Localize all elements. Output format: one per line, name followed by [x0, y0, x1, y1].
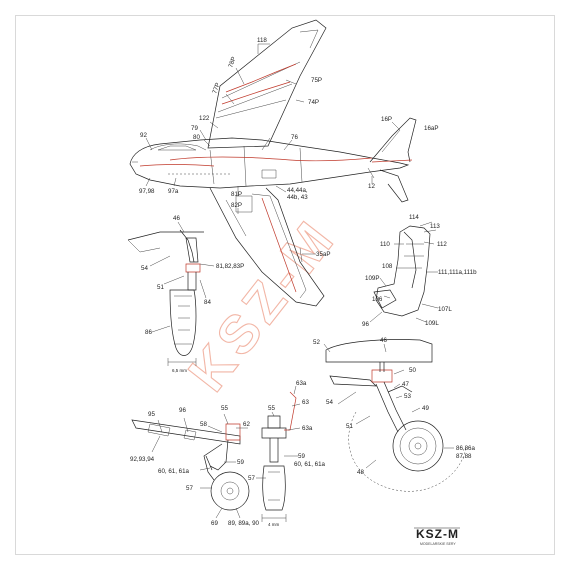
- label-16p: 16P: [381, 116, 392, 123]
- nose-side-label-59: 59: [237, 459, 244, 466]
- label-92: 92: [140, 132, 147, 139]
- label-97-98: 97,98: [139, 188, 155, 195]
- seat-label-106: 106: [372, 296, 383, 303]
- nose-front-label-63: 63: [302, 399, 309, 406]
- nose-side-label-55: 55: [221, 405, 228, 412]
- label-81p: 81P: [231, 191, 242, 198]
- watermark: KSZ-M: [177, 207, 349, 403]
- seat-label-112: 112: [437, 241, 447, 248]
- main-gear-label-46: 46: [380, 337, 387, 344]
- label-44: 44,44a,: [287, 187, 308, 194]
- seat-label-111: 111,111a,111b: [438, 269, 477, 276]
- left-gear-label-54: 54: [141, 265, 148, 272]
- main-gear-label-53: 53: [404, 393, 411, 400]
- fuselage-labels: 118 78P 77P 75P 74P 122 79 80 76 92 16P …: [139, 37, 438, 258]
- nose-front-label-63a-top: 63a: [296, 380, 307, 387]
- main-gear-label-52: 52: [313, 339, 320, 346]
- seat-label-110: 110: [380, 241, 390, 248]
- nose-gear-front-view: 55 63a 63 63a 59 60, 61, 61a 57 4 mm: [248, 380, 326, 527]
- left-gear-label-51: 51: [157, 284, 164, 291]
- nose-front-label-57: 57: [248, 475, 255, 482]
- label-74p: 74P: [308, 99, 319, 106]
- main-gear-label-54: 54: [326, 399, 333, 406]
- drawing-sheet: [15, 15, 555, 555]
- main-gear-front-view: 52 46 50 47 53 49 51 54 86,86a 87,88 48: [313, 337, 475, 492]
- left-gear-dimension: 6,5 mm: [172, 368, 187, 373]
- nose-side-label-92-93-94: 92,93,94: [130, 456, 155, 463]
- seat-label-113: 113: [430, 223, 440, 230]
- nose-side-label-58: 58: [200, 421, 207, 428]
- upper-wing: [207, 19, 327, 151]
- main-gear-label-51: 51: [346, 423, 353, 430]
- left-gear-label-86: 86: [145, 329, 152, 336]
- label-97a: 97a: [168, 188, 179, 195]
- main-gear-label-47: 47: [402, 381, 409, 388]
- main-gear-label-49: 49: [422, 405, 429, 412]
- nose-front-label-60-61-61a: 60, 61, 61a: [294, 461, 326, 468]
- label-77p: 77P: [211, 82, 221, 95]
- publisher-logo: KSZ-M MODELARSKIE SERY: [414, 527, 460, 546]
- label-44b-43: 44b, 43: [287, 194, 308, 201]
- seat-label-114: 114: [409, 214, 419, 221]
- left-gear-label-46: 46: [173, 215, 180, 222]
- nose-front-label-63a: 63a: [302, 425, 313, 432]
- nose-side-label-95: 95: [148, 411, 155, 418]
- seat-label-108: 108: [382, 263, 393, 270]
- left-gear-view: 46 54 51 81,82,83P 84 86 6,5 mm: [127, 215, 244, 373]
- nose-side-label-60-61-61a: 60, 61, 61a: [158, 468, 190, 475]
- label-122: 122: [199, 115, 210, 122]
- label-35ap: 35aP: [316, 251, 330, 258]
- seat-label-107l: 107L: [438, 306, 452, 313]
- nose-front-label-59: 59: [298, 453, 305, 460]
- seat-label-109l: 109L: [425, 320, 439, 327]
- seat-label-109p: 109P: [365, 275, 379, 282]
- nose-side-label-57: 57: [186, 485, 193, 492]
- label-16ap: 16aP: [424, 125, 438, 132]
- main-gear-label-86-86a: 86,86a: [456, 445, 475, 452]
- main-gear-label-50: 50: [409, 367, 416, 374]
- nose-side-label-89-89a-90: 89, 89a, 90: [228, 520, 260, 527]
- label-80: 80: [193, 134, 200, 141]
- label-76: 76: [291, 134, 298, 141]
- label-118: 118: [257, 37, 267, 44]
- nose-gear-side-view: 95 96 55 58 62 92,93,94 59 60, 61, 61a 5…: [130, 405, 260, 527]
- seat-label-96: 96: [362, 321, 369, 328]
- main-gear-label-87-88: 87,88: [456, 453, 472, 460]
- label-78p: 78P: [227, 56, 237, 69]
- label-79: 79: [191, 125, 198, 132]
- main-gear-label-48: 48: [357, 469, 364, 476]
- tail: [367, 117, 417, 203]
- nose-front-label-55: 55: [268, 405, 275, 412]
- nose-side-label-69: 69: [211, 520, 218, 527]
- fuselage-leaders: [145, 44, 401, 255]
- nose-side-label-96: 96: [179, 407, 186, 414]
- fuselage: [129, 137, 410, 189]
- left-gear-label-81-82-83p: 81,82,83P: [216, 263, 244, 270]
- left-gear-label-84: 84: [204, 299, 211, 306]
- label-12: 12: [368, 183, 375, 190]
- ejection-seat: 114 113 110 112 108 111,111a,111b 109P 1…: [362, 214, 477, 328]
- logo-subtitle: MODELARSKIE SERY: [420, 542, 456, 546]
- watermark-text: KSZ-M: [177, 207, 348, 402]
- nose-wheel-side: [210, 471, 250, 511]
- logo-mark: KSZ-M: [416, 527, 459, 541]
- lower-wing: [209, 187, 325, 307]
- nose-front-dimension: 4 mm: [268, 522, 280, 527]
- label-75p: 75P: [311, 77, 322, 84]
- label-82p: 82P: [231, 202, 242, 209]
- main-wheel: [392, 420, 444, 472]
- nose-side-label-62: 62: [243, 421, 250, 428]
